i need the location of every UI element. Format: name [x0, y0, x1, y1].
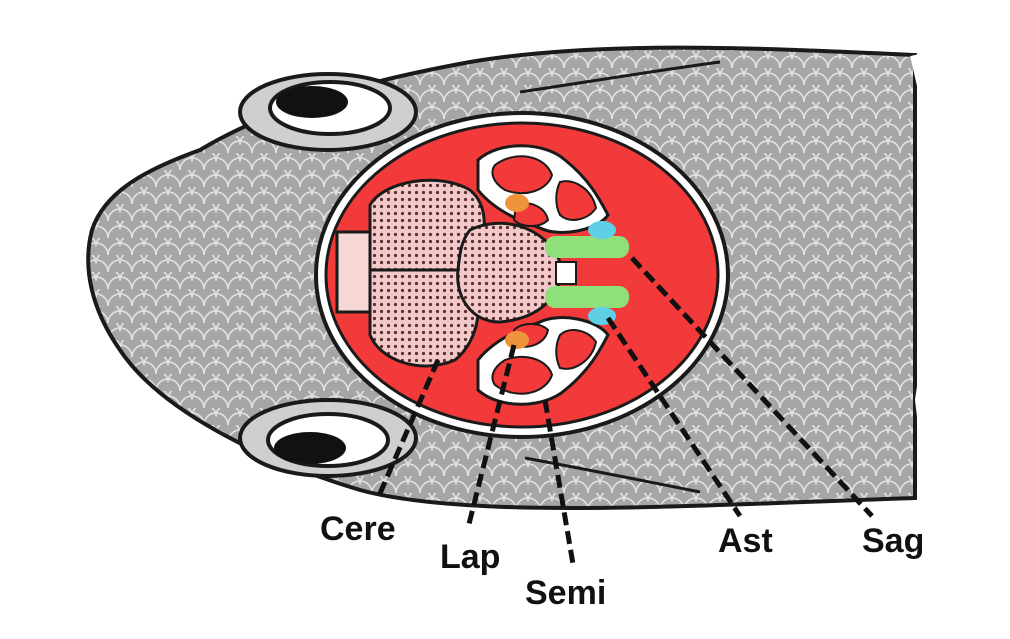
otolith-icon	[505, 194, 529, 212]
body-cut-edge	[910, 53, 941, 499]
label-semi: Semi	[525, 574, 606, 612]
fish-eye-icon	[238, 398, 418, 478]
otolith-icon	[505, 331, 529, 349]
midbrain	[456, 221, 563, 324]
label-cere: Cere	[320, 510, 396, 548]
label-sag: Sag	[862, 522, 924, 560]
label-lap: Lap	[440, 538, 500, 576]
label-ast: Ast	[718, 522, 773, 560]
leader-semi	[542, 399, 576, 565]
leader-ast	[605, 316, 743, 518]
leader-cere	[375, 359, 441, 499]
leader-lap	[465, 344, 517, 529]
leader-sag	[630, 256, 874, 518]
lower-fin-line	[524, 456, 701, 494]
otolith-icon	[545, 236, 629, 258]
fish-eye-icon	[238, 72, 418, 152]
otolith-icon	[545, 286, 629, 308]
inner-ear-upper	[476, 144, 610, 234]
brain-stem	[555, 261, 577, 285]
upper-fin-line	[519, 60, 721, 94]
brain-icon	[368, 178, 577, 368]
otolith-icon	[588, 221, 616, 239]
